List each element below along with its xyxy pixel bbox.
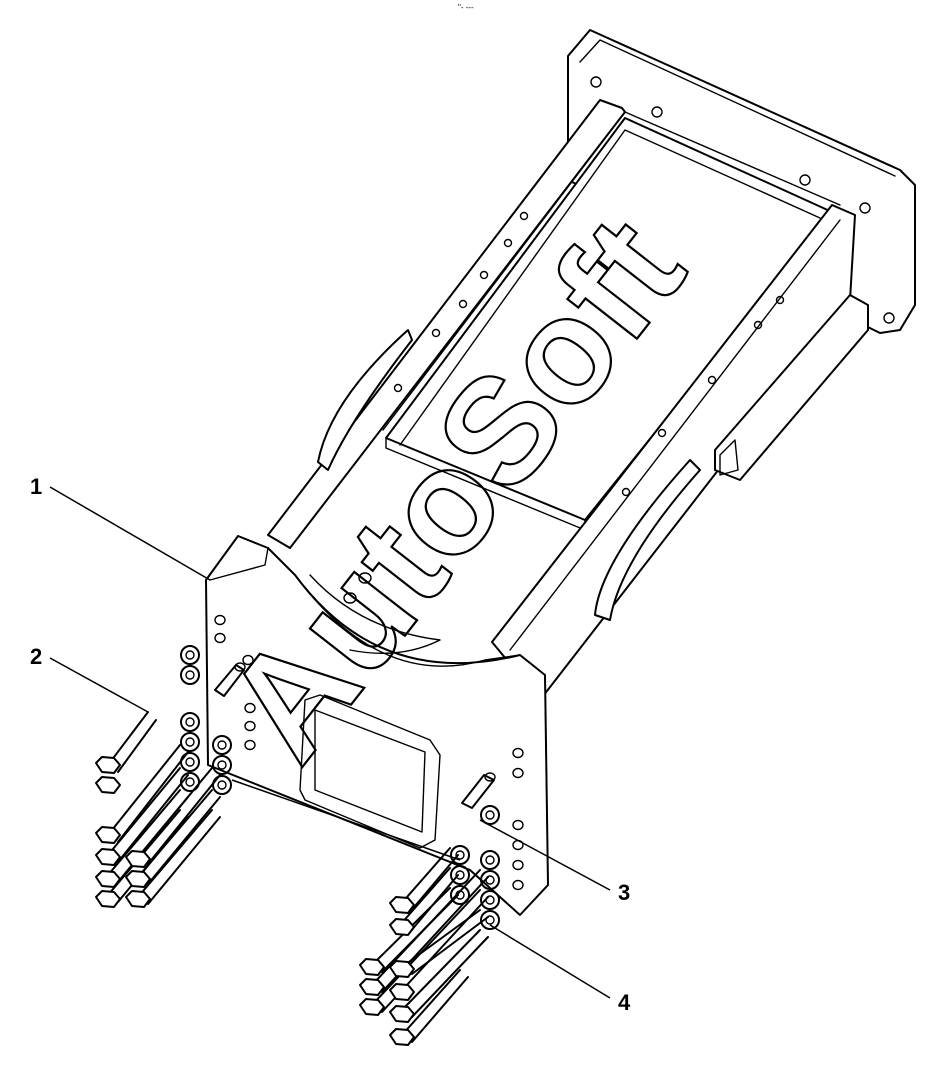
callouts: 1 2 3 4 (30, 474, 631, 1015)
front-adapter-plate (205, 535, 549, 916)
right-bolt-group (359, 772, 500, 1046)
leader-4 (489, 924, 611, 999)
plate-bolt-holes (214, 614, 524, 891)
left-bolt-group (95, 645, 246, 908)
callout-3: 3 (618, 880, 630, 905)
leader-1 (49, 486, 211, 581)
leader-2 (49, 657, 149, 713)
leader-3a (231, 779, 461, 861)
callout-2: 2 (30, 644, 42, 669)
housing-body (267, 99, 869, 701)
left-bolt-heads (95, 756, 151, 908)
leader-3 (479, 819, 611, 891)
right-bolt-heads (359, 896, 415, 1046)
top-mark: "- --- (458, 3, 474, 12)
callout-4: 4 (618, 990, 631, 1015)
callout-1: 1 (30, 474, 42, 499)
left-washers (180, 645, 232, 795)
right-washers (450, 805, 500, 930)
